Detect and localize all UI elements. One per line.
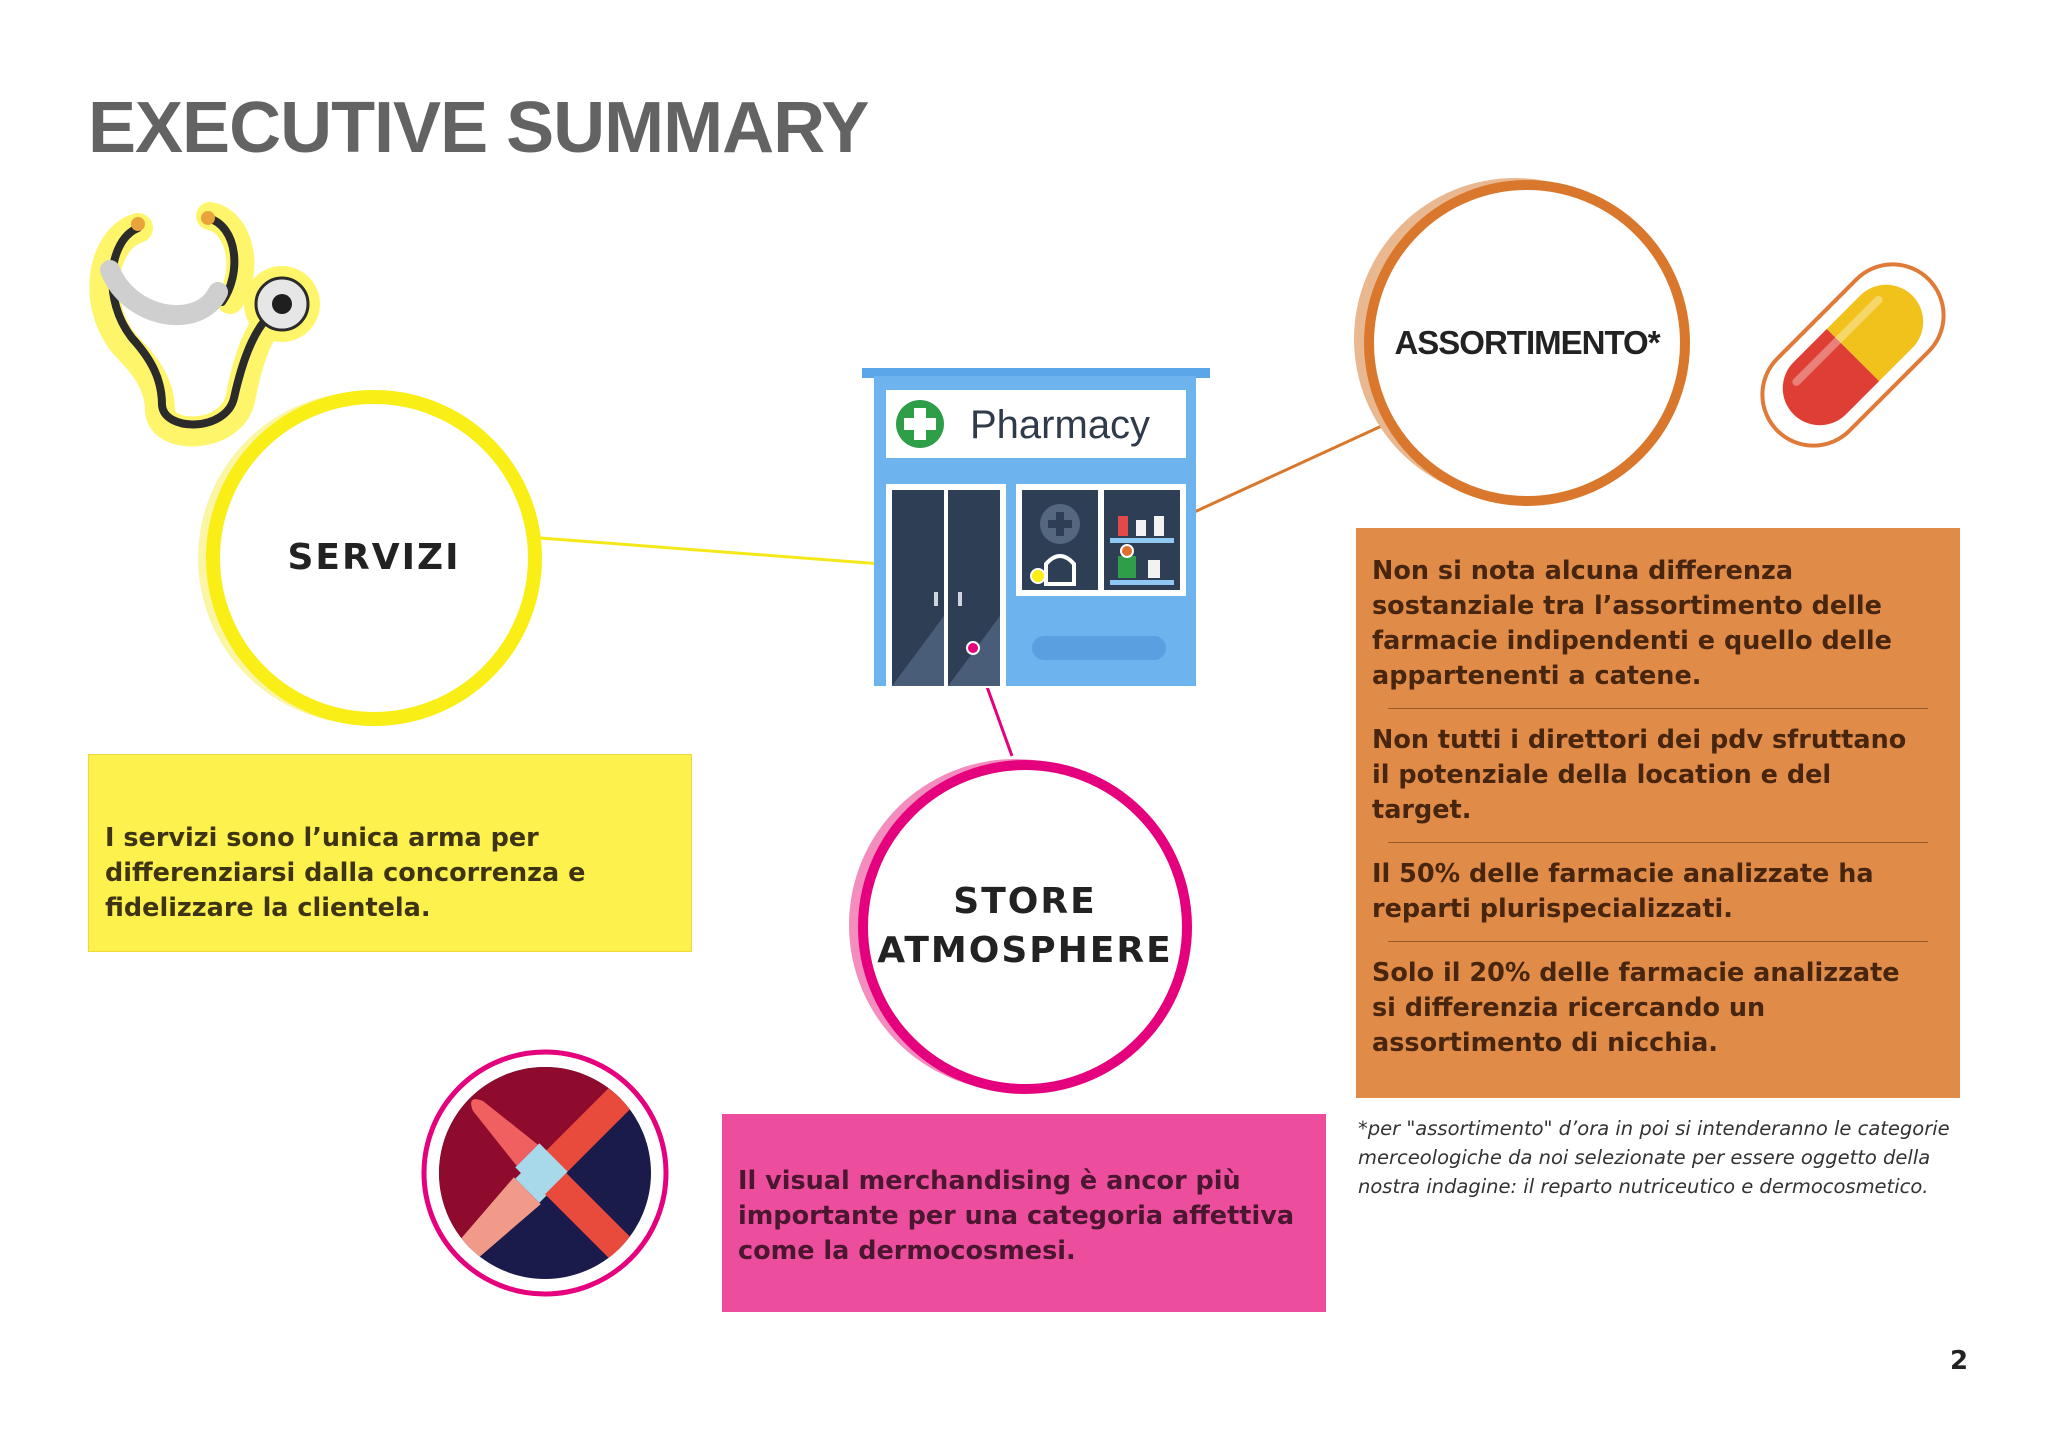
footnote: *per "assortimento" d’ora in poi si inte…: [1358, 1117, 1950, 1198]
assortimento-circle: ASSORTIMENTO*: [1364, 180, 1690, 506]
servizi-label: SERVIZI: [287, 536, 461, 578]
stethoscope-icon: [89, 202, 320, 447]
store-atmosphere-label: STORE ATMOSPHERE: [877, 878, 1172, 975]
assortimento-text-box: Non si nota alcuna differenza sostanzial…: [1356, 528, 1960, 1098]
divider: [1388, 708, 1928, 709]
makeup-brushes-icon: [421, 1049, 669, 1297]
assortimento-item: Non si nota alcuna differenza sostanzial…: [1372, 556, 1892, 691]
servizi-circle: SERVIZI: [206, 390, 542, 726]
assortimento-item: Il 50% delle farmacie analizzate ha repa…: [1372, 859, 1874, 924]
divider: [1388, 941, 1928, 942]
divider: [1388, 842, 1928, 843]
pharmacy-building-icon: Pharmacy: [862, 368, 1210, 688]
store-atmosphere-text-box: Il visual merchandising è ancor più impo…: [722, 1114, 1326, 1312]
store-label-line2: ATMOSPHERE: [877, 930, 1173, 971]
pill-capsule-icon: [1760, 262, 1946, 448]
assortimento-item: Solo il 20% delle farmacie analizzate si…: [1372, 958, 1900, 1058]
assortimento-item: Non tutti i direttori dei pdv sfruttano …: [1372, 725, 1907, 825]
store-atmosphere-circle: STORE ATMOSPHERE: [858, 760, 1192, 1094]
servizi-text-box: I servizi sono l’unica arma per differen…: [88, 754, 692, 952]
page-title: EXECUTIVE SUMMARY: [88, 88, 869, 168]
page-number: 2: [1950, 1346, 1969, 1376]
pharmacy-sign-text: Pharmacy: [970, 403, 1150, 447]
store-label-line1: STORE: [953, 881, 1097, 923]
assortimento-label: ASSORTIMENTO*: [1394, 323, 1660, 361]
